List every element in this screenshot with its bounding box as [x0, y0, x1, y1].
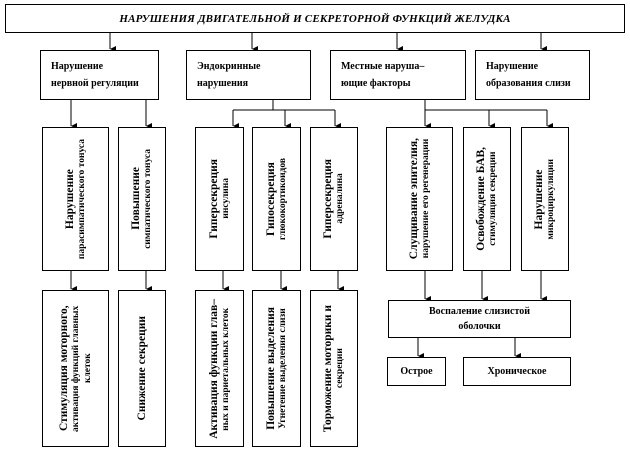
- label: парасимпатического тонуса: [76, 138, 87, 260]
- inflammation-box: Воспаление слизистой оболочки: [388, 300, 571, 338]
- label: нарушение его регенерации: [420, 139, 431, 259]
- effect-stimulation: Стимуляция моторного,активация функций г…: [42, 290, 109, 447]
- label: Местные наруша–: [341, 61, 425, 72]
- label: секреции: [335, 348, 345, 389]
- label: микроциркуляции: [546, 158, 556, 240]
- effect-cell-activation: Активация функции глав–ных и париетальны…: [195, 290, 244, 447]
- label: Воспаление слизистой: [428, 306, 531, 317]
- label: Гиперсекреция: [207, 159, 220, 239]
- label: Повышение: [130, 167, 142, 231]
- label: Повышение выделения: [264, 307, 277, 430]
- label: Острое: [400, 366, 433, 377]
- label: Нарушение: [486, 61, 539, 72]
- cause-epithelium: Слущивание эпителия,нарушение его регене…: [386, 127, 453, 271]
- effect-secretion-decrease: Снижение секреции: [118, 290, 166, 447]
- acute-box: Острое: [387, 357, 446, 386]
- label: Освобождение БАВ,: [475, 147, 487, 251]
- label: ющие факторы: [341, 78, 411, 89]
- label: Снижение секреции: [136, 316, 148, 421]
- label: Торможение моторики и: [322, 304, 334, 433]
- label: Стимуляция моторного,: [57, 305, 70, 432]
- label: Гиперсекреция: [322, 159, 334, 239]
- label: Гипосекреция: [264, 162, 277, 236]
- label: Нарушение: [51, 61, 104, 72]
- label: оболочки: [458, 321, 501, 332]
- label: нервной регуляции: [51, 78, 139, 89]
- label: инсулина: [220, 178, 231, 220]
- label: Нарушение: [63, 169, 76, 229]
- label: стимуляция секреции: [488, 151, 498, 247]
- label: Нарушение: [533, 169, 545, 229]
- label: активация функций главных клеток: [70, 305, 93, 432]
- label: Активация функции глав–: [207, 298, 220, 439]
- label: Хроническое: [487, 366, 547, 377]
- label: симпатического тонуса: [143, 149, 153, 249]
- diagram-title: НАРУШЕНИЯ ДВИГАТЕЛЬНОЙ И СЕКРЕТОРНОЙ ФУН…: [5, 4, 625, 33]
- category-local-factors: Местные наруша– ющие факторы: [330, 50, 466, 100]
- category-mucus: Нарушение образования слизи: [475, 50, 590, 100]
- chronic-box: Хроническое: [463, 357, 571, 386]
- label: Слущивание эпителия,: [407, 138, 420, 260]
- label: ных и париетальных клеток: [220, 307, 231, 430]
- label: Эндокринные: [197, 61, 261, 72]
- label: глюкокортикоидов: [277, 158, 288, 240]
- category-endocrine: Эндокринные нарушения: [186, 50, 311, 100]
- title-text: НАРУШЕНИЯ ДВИГАТЕЛЬНОЙ И СЕКРЕТОРНОЙ ФУН…: [119, 12, 511, 25]
- label: Угнетение выделения слизи: [277, 308, 288, 429]
- label: нарушения: [197, 78, 249, 89]
- label: адреналина: [335, 173, 345, 225]
- category-nervous-regulation: Нарушение нервной регуляции: [40, 50, 159, 100]
- cause-bav: Освобождение БАВ,стимуляция секреции: [463, 127, 511, 271]
- label: образования слизи: [486, 78, 571, 89]
